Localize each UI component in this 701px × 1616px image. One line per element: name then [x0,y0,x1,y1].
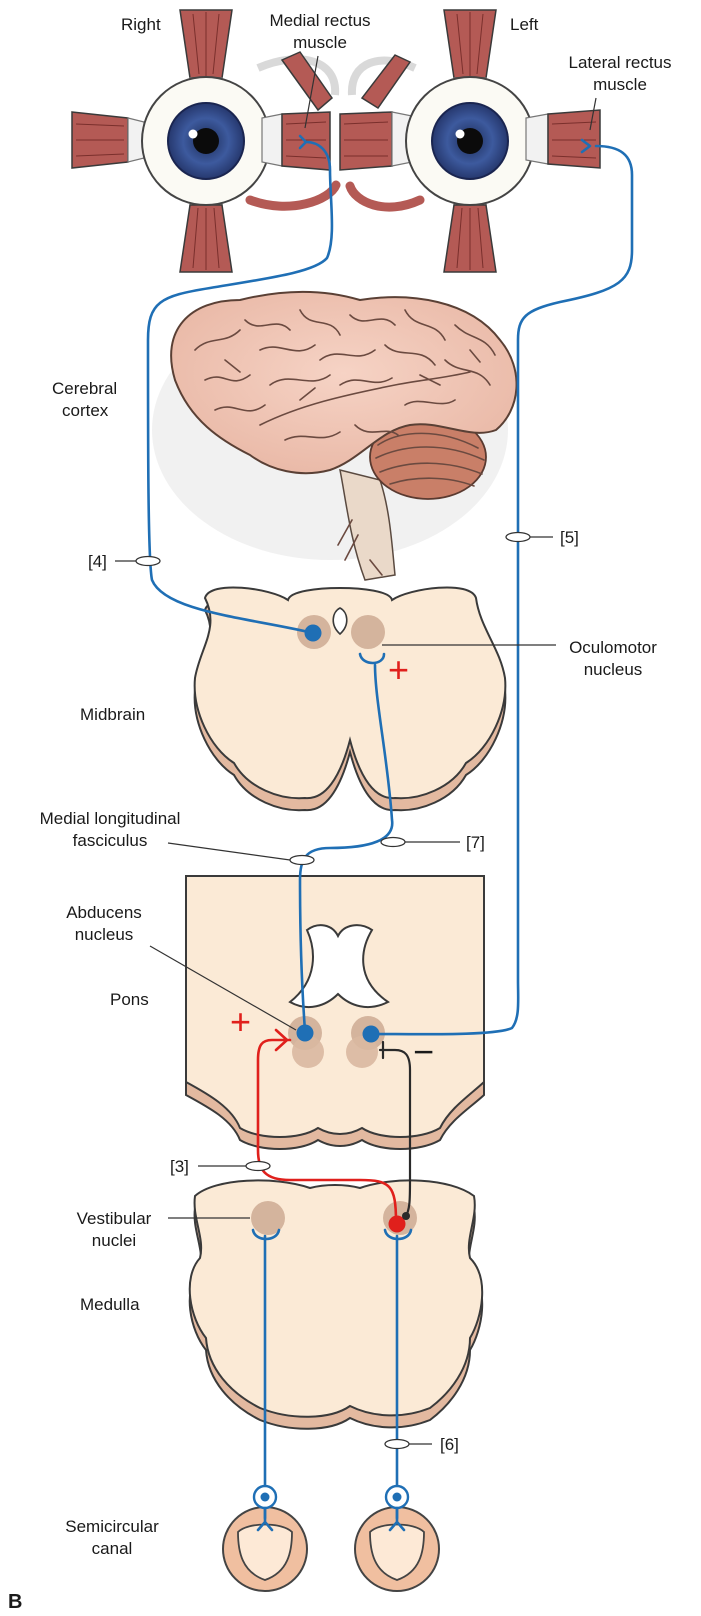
label-semicircular-2: canal [92,1539,133,1558]
label-left: Left [510,15,539,34]
label-marker-4: [4] [88,552,107,571]
label-marker-3: [3] [170,1157,189,1176]
label-lateral-rectus-1: Lateral rectus [569,53,672,72]
left-lateral-rectus [526,110,600,168]
oculomotor-plus-sign: + [388,649,409,690]
label-medial-rectus-1: Medial rectus [269,11,370,30]
panel-letter: B [8,1591,22,1613]
brain-illustration [152,292,517,580]
label-marker-6: [6] [440,1435,459,1454]
marker-3-ellipse [246,1162,270,1171]
right-oculomotor-neuron [305,625,322,642]
label-cerebral-2: cortex [62,401,109,420]
vestibular-neuron-black [402,1212,410,1220]
label-pons: Pons [110,990,149,1009]
left-eye [340,10,600,272]
leader-mlf [168,843,290,860]
label-vestibular-2: nuclei [92,1231,136,1250]
label-cerebral-1: Cerebral [52,379,117,398]
label-lateral-rectus-2: muscle [593,75,647,94]
right-lateral-rectus [72,112,144,168]
left-eye-highlight [456,130,465,139]
left-oculomotor-nucleus [351,615,385,649]
marker-4-ellipse [136,557,160,566]
marker-6-ellipse [385,1440,409,1449]
label-marker-7: [7] [466,833,485,852]
label-mlf-1: Medial longitudinal [40,809,181,828]
label-medial-rectus-2: muscle [293,33,347,52]
abducens-plus-sign: + [230,1001,251,1042]
marker-5-ellipse [506,533,530,542]
label-medulla: Medulla [80,1295,140,1314]
label-semicircular-1: Semicircular [65,1517,159,1536]
label-mlf-2: fasciculus [73,831,148,850]
label-oculomotor-2: nucleus [584,660,643,679]
left-medial-rectus [340,112,412,170]
left-abducens-motoneuron [363,1026,380,1043]
label-vestibular-1: Vestibular [77,1209,152,1228]
right-inferior-oblique [250,185,336,206]
abducens-minus-sign: − [413,1031,434,1072]
marker-mlf-ellipse [290,856,314,865]
label-oculomotor-1: Oculomotor [569,638,657,657]
right-eye-highlight [189,130,198,139]
label-marker-5: [5] [560,528,579,547]
label-abducens-1: Abducens [66,903,142,922]
right-abducens-interneuron [297,1025,314,1042]
label-abducens-2: nucleus [75,925,134,944]
midbrain-section [195,587,506,810]
label-midbrain: Midbrain [80,705,145,724]
left-inferior-oblique [350,186,420,207]
medulla-tissue [190,1180,482,1416]
label-right: Right [121,15,161,34]
marker-7-ellipse [381,838,405,847]
right-medial-rectus [262,112,330,170]
